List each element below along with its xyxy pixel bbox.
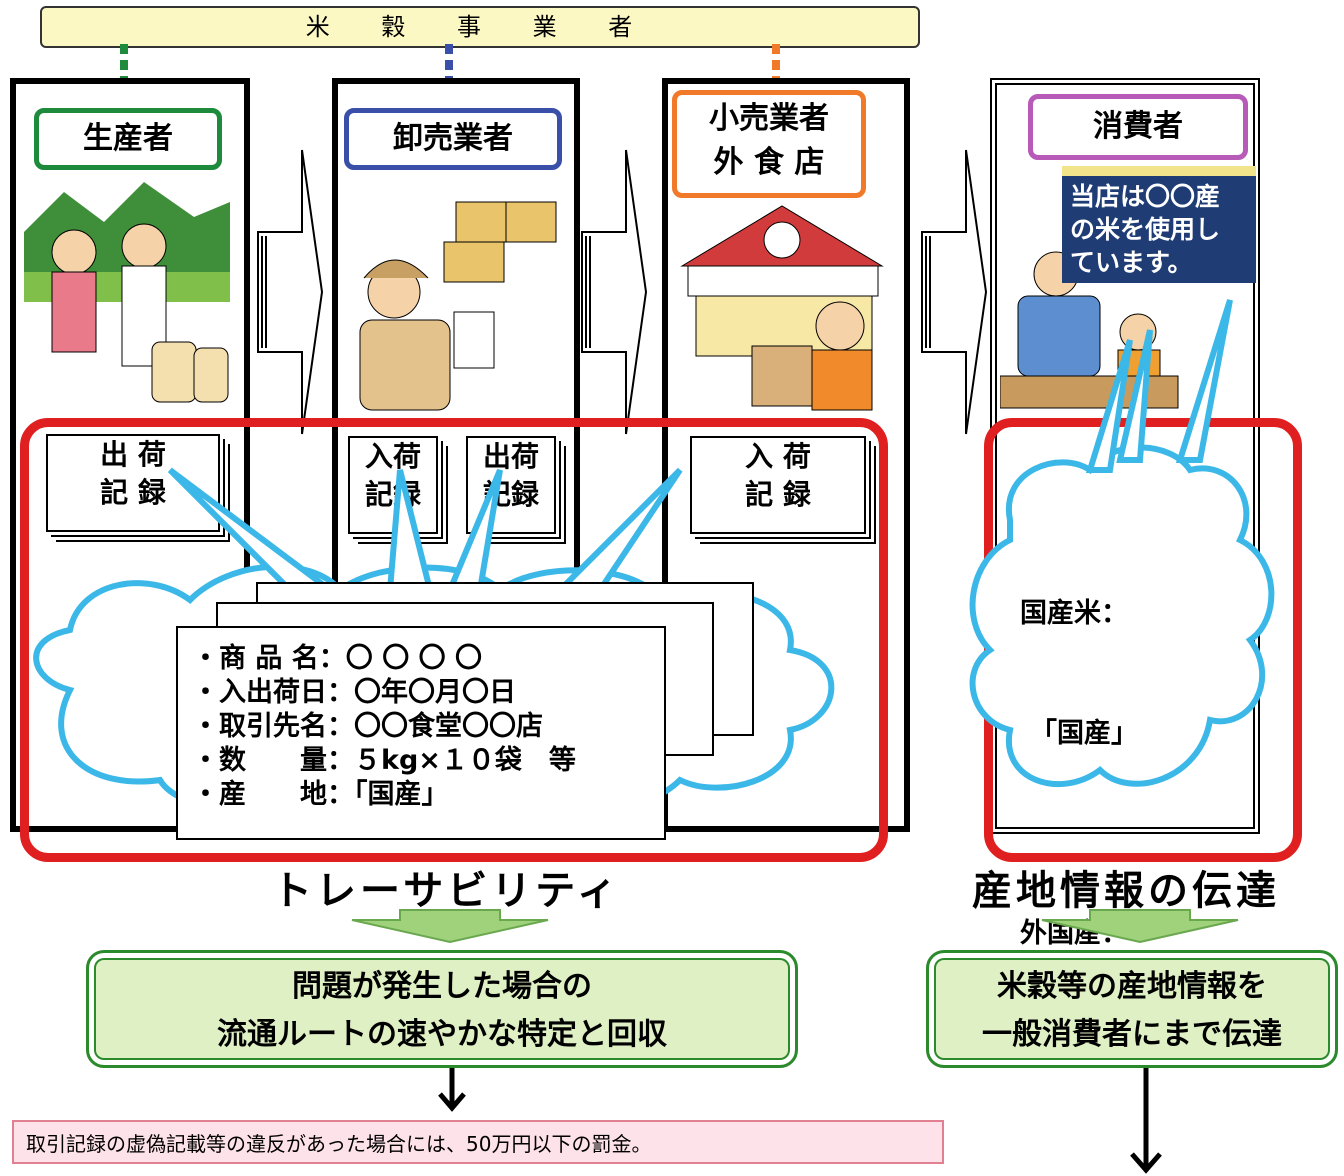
- down-arrow-left: [351, 909, 549, 944]
- down-arrow-right: [1041, 909, 1239, 944]
- retailer-receiving-record: 入 荷記 録: [690, 436, 866, 534]
- origin-result-box: 米穀等の産地情報を 一般消費者にまで伝達: [926, 950, 1338, 1068]
- wholesaler-receiving-record: 入荷記録: [348, 436, 438, 534]
- traceability-result-box: 問題が発生した場合の 流通ルートの速やかな特定と回収: [86, 950, 798, 1068]
- traceability-frame: [20, 418, 888, 862]
- record-item-date: ・入出荷日：〇年〇月〇日: [192, 677, 516, 708]
- record-sheet: ・商 品 名：〇 〇 〇 〇 ・入出荷日：〇年〇月〇日 ・取引先名：〇〇食堂〇〇…: [176, 626, 666, 840]
- shop-illustration: [680, 205, 884, 411]
- traceability-label: トレーサビリティ: [272, 868, 621, 914]
- origin-cloud: [969, 299, 1275, 788]
- farmer-illustration: [24, 182, 230, 403]
- record-item-partner: ・取引先名：〇〇食堂〇〇店: [192, 711, 543, 742]
- shop-sign: 当店は〇〇産 の米を使用し ています。: [1062, 166, 1256, 283]
- record-item-name: ・商 品 名：〇 〇 〇 〇: [192, 643, 482, 674]
- wholesaler-illustration: [359, 201, 557, 411]
- penalty-note: 取引記録の虚偽記載等の違反があった場合には、50万円以下の罰金。: [12, 1120, 944, 1164]
- consumer-label: 消費者: [1028, 94, 1248, 160]
- flow-arrow-2: [581, 149, 648, 435]
- rice-dealers-banner: 米 穀 事 業 者: [40, 6, 920, 48]
- record-item-quantity: ・数 量：５kg×１０袋 等: [192, 745, 576, 776]
- producer-label: 生産者: [34, 108, 222, 170]
- wholesaler-label: 卸売業者: [344, 108, 562, 170]
- flow-arrow-1: [257, 149, 324, 435]
- record-item-origin: ・産 地：「国産」: [192, 779, 449, 810]
- flow-arrow-3: [921, 149, 988, 435]
- retailer-label: 小売業者外 食 店: [672, 90, 866, 198]
- origin-info-label: 産地情報の伝達: [972, 868, 1280, 914]
